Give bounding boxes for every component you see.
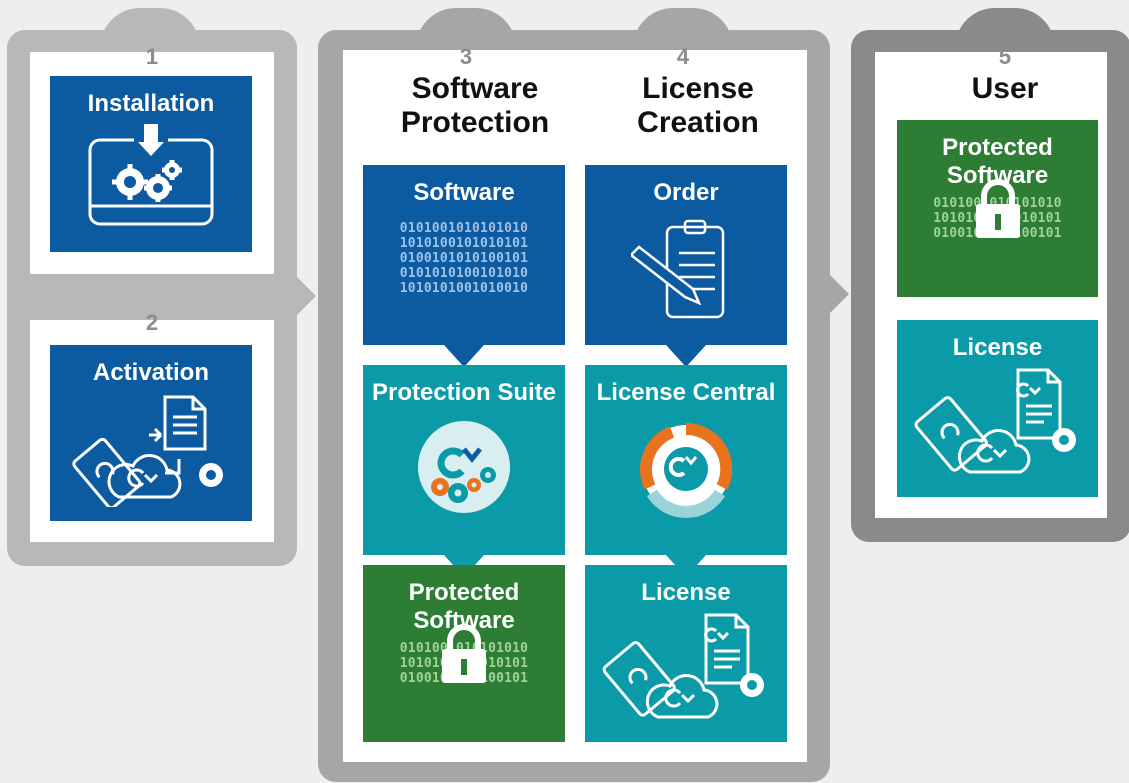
lock-icon — [442, 624, 486, 683]
document-icon — [163, 395, 207, 451]
user-license-label: License — [952, 334, 1043, 361]
gears-icon — [88, 122, 214, 226]
step-number-4: 4 — [676, 44, 690, 69]
dongle-icon — [602, 641, 676, 717]
activation-label: Activation — [92, 359, 209, 386]
step-number-5: 5 — [998, 44, 1012, 69]
license-label: License — [641, 579, 731, 606]
activation-icons — [72, 395, 223, 507]
step-5-title: User — [971, 72, 1039, 105]
protection-suite-label: Protection Suite — [371, 379, 557, 406]
installation-box[interactable]: Installation — [50, 76, 252, 252]
software-label: Software — [413, 179, 515, 206]
codemeter-logo-icon — [418, 421, 510, 513]
gear-icon — [1051, 428, 1076, 452]
gear-icon — [199, 463, 223, 487]
document-icon — [704, 613, 750, 685]
step-number-3: 3 — [459, 44, 473, 69]
cloud-icon — [107, 454, 182, 499]
step-number-2: 2 — [145, 310, 159, 335]
tab-step-4 — [633, 8, 733, 48]
dongle-icon — [914, 396, 988, 472]
cloud-icon — [957, 429, 1030, 474]
pointer-software — [444, 345, 484, 367]
document-icon — [1016, 368, 1061, 440]
step-number-1: 1 — [145, 44, 159, 69]
cloud-icon — [645, 674, 719, 719]
activation-box[interactable]: Activation — [50, 345, 252, 521]
protection-suite-box[interactable]: Protection Suite — [363, 365, 565, 555]
flow-arrow-2 — [829, 274, 849, 314]
license-box[interactable]: License — [585, 565, 787, 742]
license-icons — [602, 613, 764, 719]
gear-icon — [740, 673, 764, 697]
user-license-icons — [914, 368, 1076, 474]
pencil-icon — [631, 245, 702, 306]
license-central-label: License Central — [596, 379, 776, 406]
installation-label: Installation — [87, 90, 215, 117]
license-central-logo-icon — [640, 422, 733, 518]
tab-step-1 — [100, 8, 200, 48]
order-label: Order — [653, 179, 719, 206]
lock-icon — [975, 179, 1020, 238]
license-central-box[interactable]: License Central — [585, 365, 787, 555]
order-form-icon — [631, 219, 725, 319]
tab-step-5 — [955, 8, 1055, 48]
tab-step-3 — [416, 8, 516, 48]
order-box[interactable]: Order — [585, 165, 787, 345]
user-license-box[interactable]: License — [897, 320, 1098, 497]
flow-arrow-1 — [296, 276, 316, 316]
pointer-order — [666, 345, 706, 367]
